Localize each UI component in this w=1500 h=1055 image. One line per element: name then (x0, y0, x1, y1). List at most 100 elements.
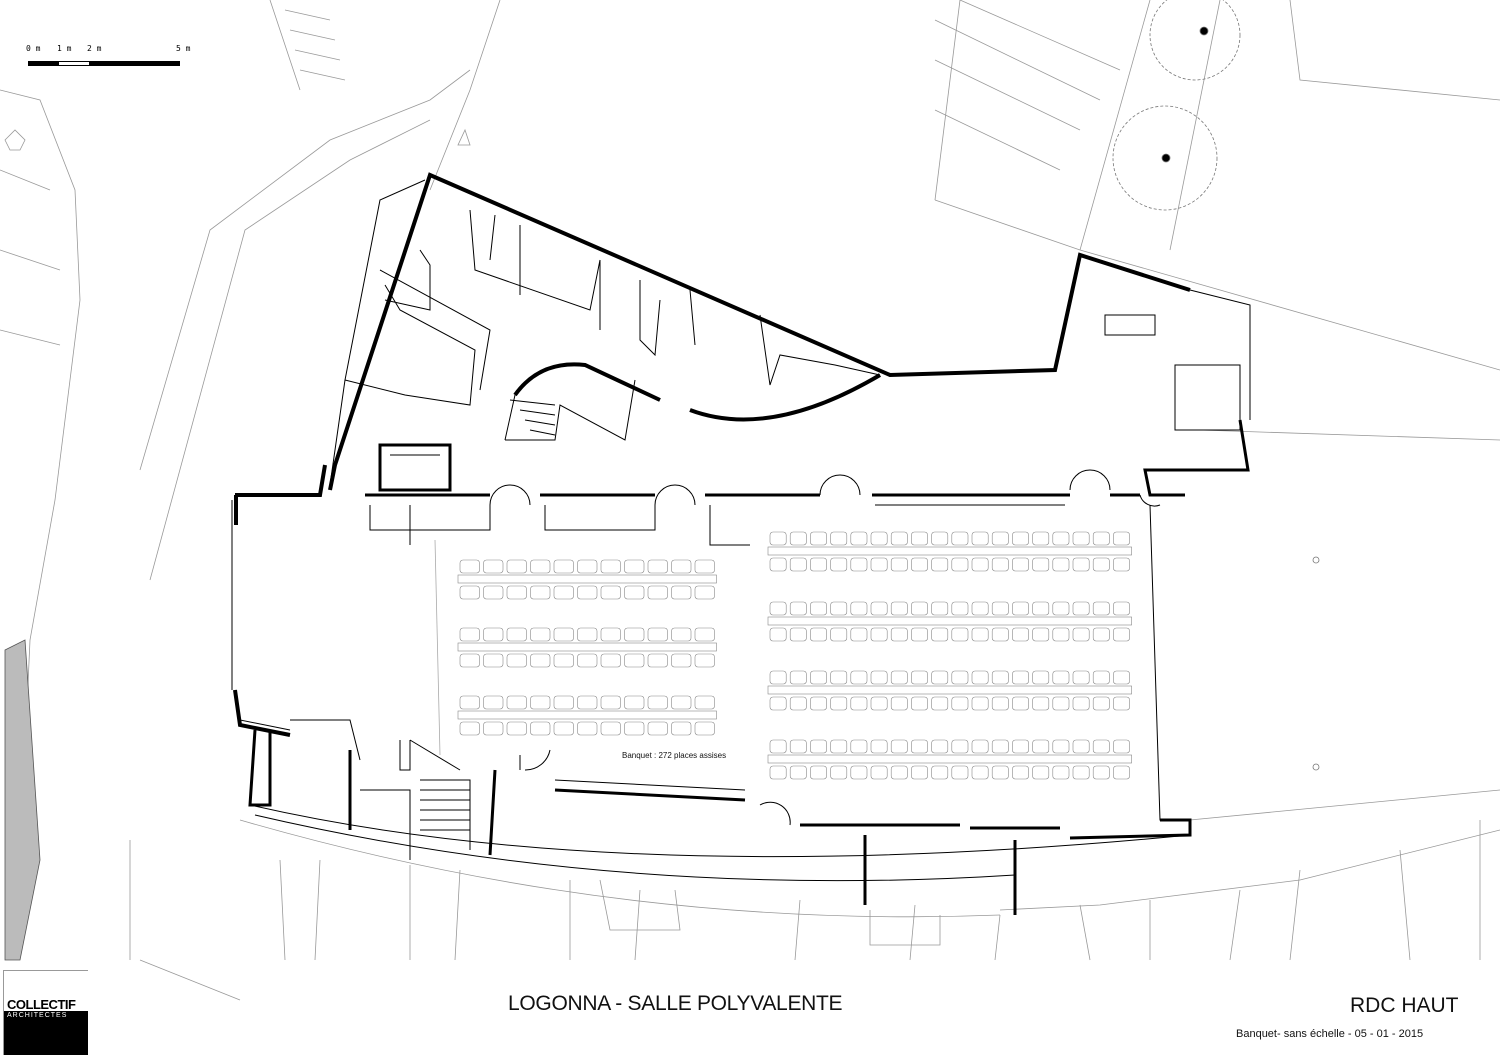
chair (810, 670, 827, 685)
table-top (767, 616, 1132, 626)
scale-bar-graphic (28, 61, 180, 66)
chair (890, 627, 908, 642)
chair (931, 627, 949, 642)
chair (830, 601, 848, 616)
chair (810, 739, 827, 754)
chair (1072, 739, 1090, 754)
chair (870, 739, 888, 754)
chair (890, 765, 908, 780)
logo-line2: ARCHITECTES (7, 1012, 68, 1019)
chair (647, 653, 668, 668)
chair (1072, 696, 1090, 711)
chair (694, 559, 715, 574)
chair (671, 585, 692, 600)
chair (810, 696, 827, 711)
chair (459, 559, 480, 574)
trees (1112, 0, 1320, 771)
scale-label-1: 1 m (57, 44, 72, 53)
chair (911, 696, 928, 711)
chair (890, 531, 908, 546)
chair (1072, 557, 1090, 572)
chair (870, 765, 888, 780)
banquet-table (767, 531, 1132, 572)
building-walls (231, 172, 1251, 915)
chair (1032, 739, 1050, 754)
chair (1012, 557, 1029, 572)
chair (553, 559, 574, 574)
chair (1113, 670, 1130, 685)
scale-label-2: 2 m (87, 44, 102, 53)
chair (850, 601, 868, 616)
chair (1072, 601, 1090, 616)
chair (694, 695, 715, 710)
banquet-table (767, 739, 1132, 780)
chair (971, 627, 989, 642)
chair (1032, 557, 1050, 572)
chair (647, 585, 668, 600)
chair (694, 585, 715, 600)
banquet-table (457, 695, 717, 736)
chair (1032, 670, 1050, 685)
chair (911, 627, 928, 642)
chair (1052, 557, 1070, 572)
chair (530, 695, 551, 710)
chair (600, 653, 621, 668)
chair (506, 653, 527, 668)
chair (577, 695, 598, 710)
chair (577, 627, 598, 642)
chair (1052, 627, 1070, 642)
chair (870, 627, 888, 642)
chair (870, 601, 888, 616)
chair (931, 670, 949, 685)
chair (931, 557, 949, 572)
chair (1092, 765, 1110, 780)
seating-caption: Banquet : 272 places assises (622, 751, 727, 760)
chair (830, 557, 848, 572)
project-title: LOGONNA - SALLE POLYVALENTE (508, 992, 843, 1015)
chair (1092, 531, 1110, 546)
chair (991, 531, 1009, 546)
chair (1012, 696, 1029, 711)
banquet-table (457, 559, 717, 600)
chair (1072, 765, 1090, 780)
chair (951, 765, 969, 780)
chair (624, 627, 645, 642)
scale-label-5: 5 m (176, 44, 191, 53)
chair (911, 739, 928, 754)
chair (890, 601, 908, 616)
chair (1113, 765, 1130, 780)
scale-label-0: 0 m (26, 44, 41, 53)
chair (951, 557, 969, 572)
chair (647, 695, 668, 710)
chair (530, 653, 551, 668)
chair (506, 559, 527, 574)
chair (1012, 670, 1029, 685)
chair (577, 721, 598, 736)
chair (1092, 627, 1110, 642)
chair (600, 721, 621, 736)
chair (769, 627, 787, 642)
chair (1092, 670, 1110, 685)
chair (769, 601, 787, 616)
chair (1113, 557, 1130, 572)
chair (1032, 765, 1050, 780)
logo-line1: COLLECTIF (7, 997, 76, 1012)
chair (830, 670, 848, 685)
chair (671, 721, 692, 736)
chair (769, 739, 787, 754)
chair (870, 557, 888, 572)
chair (951, 739, 969, 754)
chair (890, 739, 908, 754)
chair (1092, 739, 1110, 754)
chair (506, 721, 527, 736)
chair (769, 557, 787, 572)
chair (870, 696, 888, 711)
chair (1032, 531, 1050, 546)
chair (789, 601, 807, 616)
chair (931, 696, 949, 711)
chair (483, 585, 504, 600)
chair (694, 721, 715, 736)
chair (1113, 531, 1130, 546)
chair (810, 627, 827, 642)
